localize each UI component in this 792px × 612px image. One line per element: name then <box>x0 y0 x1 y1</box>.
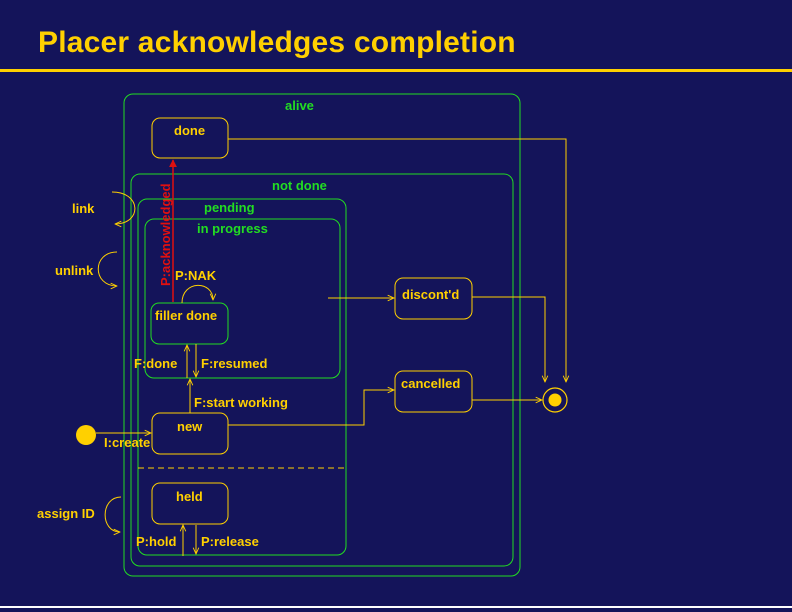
filler-done-state <box>150 302 229 345</box>
in-progress-label: in progress <box>197 221 268 236</box>
f-done-label: F:done <box>134 356 177 371</box>
assign-id-loop <box>104 496 122 532</box>
assign-id-label: assign ID <box>37 506 95 521</box>
not-done-state <box>130 173 514 567</box>
link-loop <box>111 191 136 224</box>
done-label: done <box>174 123 205 138</box>
final-state-inner <box>548 393 562 407</box>
pending-state <box>137 198 347 556</box>
pending-label: pending <box>204 200 255 215</box>
i-create-label: I:create <box>104 435 150 450</box>
new-label: new <box>177 419 203 434</box>
slide-title: Placer acknowledges completion <box>38 26 516 59</box>
held-label: held <box>176 489 203 504</box>
alive-label: alive <box>285 98 314 113</box>
done-state <box>151 117 229 159</box>
bottom-divider <box>0 606 792 608</box>
cancelled-state <box>394 370 473 413</box>
p-nak-label: P:NAK <box>175 268 217 283</box>
p-hold-label: P:hold <box>136 534 176 549</box>
new-to-cancelled-arrow <box>228 390 394 426</box>
done-to-final-arrow <box>228 138 566 382</box>
in-progress-state <box>144 218 341 379</box>
unlink-label: unlink <box>55 263 94 278</box>
f-start-working-label: F:start working <box>194 395 288 410</box>
unlink-loop <box>97 251 117 286</box>
cancelled-label: cancelled <box>401 376 460 391</box>
p-nak-loop <box>181 284 213 304</box>
title-divider <box>0 69 792 72</box>
initial-state <box>76 425 96 445</box>
p-acknowledged-label: P:acknowledged <box>158 183 173 286</box>
discontd-state <box>394 277 473 320</box>
filler-done-label: filler done <box>155 308 217 323</box>
discontd-to-final-arrow <box>472 296 545 382</box>
held-state <box>151 482 229 525</box>
not-done-label: not done <box>272 178 327 193</box>
p-release-label: P:release <box>201 534 259 549</box>
f-resumed-label: F:resumed <box>201 356 268 371</box>
link-label: link <box>72 201 95 216</box>
discontd-label: discont'd <box>402 287 459 302</box>
alive-state <box>123 93 521 577</box>
final-state-outer <box>542 387 568 413</box>
